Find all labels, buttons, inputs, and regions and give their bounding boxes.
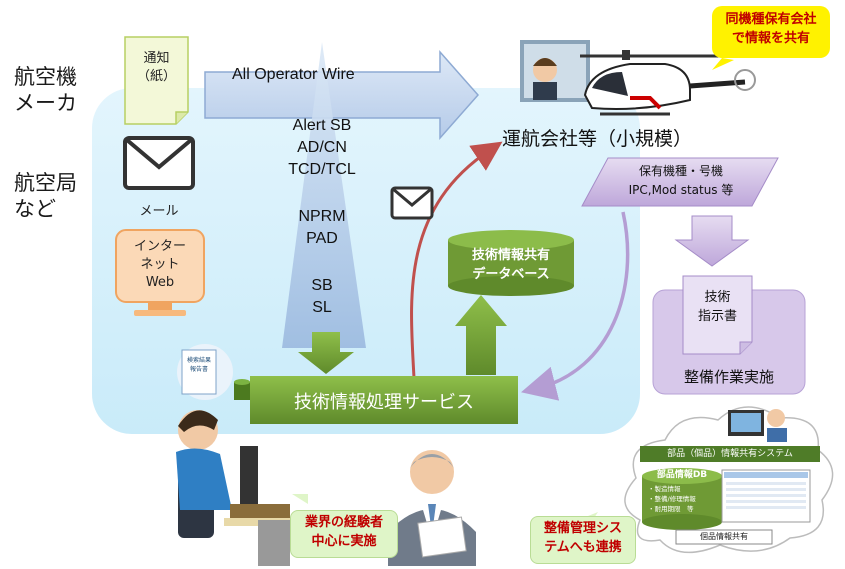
experts-line2: 中心に実施 bbox=[311, 534, 377, 549]
parts-screenshot bbox=[721, 469, 811, 523]
parts-db-cylinder bbox=[642, 468, 722, 530]
report-bubble bbox=[177, 344, 233, 400]
share-callout: 同機種保有会社 で情報を共有 bbox=[712, 6, 830, 58]
service-label: 技術情報処理サービス bbox=[294, 392, 474, 413]
authority-label: 航空局 など bbox=[14, 170, 77, 222]
doc-ad-cn: AD/CN bbox=[297, 139, 347, 156]
mgmt-line2: テムへも連携 bbox=[544, 540, 622, 555]
internet-line2: ネット bbox=[140, 257, 180, 272]
mail-icon bbox=[123, 136, 195, 190]
parts-footer: 個品情報共有 bbox=[700, 532, 748, 541]
doc-sl: SL bbox=[312, 299, 332, 316]
notice-line2: （紙） bbox=[136, 69, 176, 84]
share-line2: で情報を共有 bbox=[731, 31, 810, 46]
operator-title: 運航会社等（小規模） bbox=[502, 128, 693, 150]
doc-alert-sb: Alert SB bbox=[292, 117, 352, 134]
report-doc-text: 検索結果 報告書 bbox=[182, 356, 216, 374]
maintenance-label: 整備作業実施 bbox=[683, 368, 774, 386]
parts-item-3: ・耐用期限 等 bbox=[648, 505, 694, 513]
fleet-info-box bbox=[581, 157, 779, 207]
database-line1: 技術情報共有 bbox=[471, 248, 550, 263]
parts-db-items: ・製造情報 ・整備/修理情報 ・耐用期限 等 bbox=[648, 484, 724, 514]
senior-illustration bbox=[388, 450, 476, 566]
manufacturer-line2: メーカ bbox=[14, 91, 77, 115]
fleet-line1: 保有機種・号機 bbox=[638, 164, 723, 178]
doc-nprm: NPRM bbox=[298, 208, 346, 225]
beam-down-arrow bbox=[298, 332, 354, 374]
mail-label: メール bbox=[139, 204, 179, 219]
tech-instruction-text: 技術 指示書 bbox=[683, 288, 752, 326]
instruction-line2: 指示書 bbox=[697, 309, 737, 324]
parts-footer-bar bbox=[675, 529, 773, 545]
database-line2: データベース bbox=[472, 267, 550, 282]
authority-line1: 航空局 bbox=[14, 171, 77, 195]
parts-system-title: 部品（個品）情報共有システム bbox=[667, 449, 793, 459]
authority-panel bbox=[92, 88, 640, 434]
share-callout-tail bbox=[712, 58, 734, 70]
document-beam bbox=[282, 42, 366, 348]
notice-line1: 通知 bbox=[143, 51, 170, 66]
parts-item-2: ・整備/修理情報 bbox=[648, 495, 696, 503]
wire-label: All Operator Wire bbox=[232, 66, 355, 83]
monitor-icon bbox=[115, 229, 205, 316]
engineer-illustration bbox=[176, 410, 306, 566]
helicopter-illustration bbox=[520, 40, 756, 116]
parts-db-title: 部品情報DB bbox=[656, 470, 708, 480]
internet-line3: Web bbox=[145, 275, 175, 290]
wire-arrow bbox=[204, 50, 480, 140]
report-line2: 報告書 bbox=[189, 366, 208, 373]
authority-line2: など bbox=[14, 197, 56, 221]
doc-tcd-tcl: TCD/TCL bbox=[288, 161, 356, 178]
report-line1: 検索結果 bbox=[186, 357, 211, 364]
mgmt-callout: 整備管理シス テムへも連携 bbox=[530, 516, 636, 564]
database-cylinder bbox=[448, 230, 574, 296]
database-label: 技術情報共有 データベース bbox=[448, 246, 574, 284]
fleet-info-text: 保有機種・号機 IPC,Mod status 等 bbox=[596, 162, 766, 200]
purple-down-arrow bbox=[674, 215, 750, 267]
envelope-icon bbox=[390, 186, 434, 220]
server-icon bbox=[234, 379, 250, 400]
share-line1: 同機種保有会社 bbox=[725, 12, 817, 27]
internet-text: インター ネット Web bbox=[116, 238, 204, 292]
experts-callout: 業界の経験者 中心に実施 bbox=[290, 510, 398, 558]
service-bar bbox=[250, 376, 518, 424]
instruction-line1: 技術 bbox=[704, 290, 731, 305]
fleet-line2: IPC,Mod status 等 bbox=[628, 183, 734, 197]
mgmt-line1: 整備管理シス bbox=[543, 521, 622, 536]
db-up-arrow bbox=[455, 295, 507, 375]
internet-line1: インター bbox=[133, 239, 186, 254]
doc-pad: PAD bbox=[306, 230, 338, 247]
purple-flow-arrow bbox=[521, 211, 630, 401]
experts-line1: 業界の経験者 bbox=[304, 515, 383, 530]
notice-paper-text: 通知 （紙） bbox=[125, 50, 188, 86]
red-flow-arrow bbox=[410, 141, 503, 379]
manufacturer-line1: 航空機 bbox=[14, 65, 77, 89]
parts-title-bar bbox=[640, 446, 820, 462]
experts-callout-tail bbox=[292, 494, 308, 504]
parts-item-1: ・製造情報 bbox=[648, 485, 681, 493]
doc-sb: SB bbox=[311, 277, 333, 294]
manufacturer-label: 航空機 メーカ bbox=[14, 64, 77, 116]
